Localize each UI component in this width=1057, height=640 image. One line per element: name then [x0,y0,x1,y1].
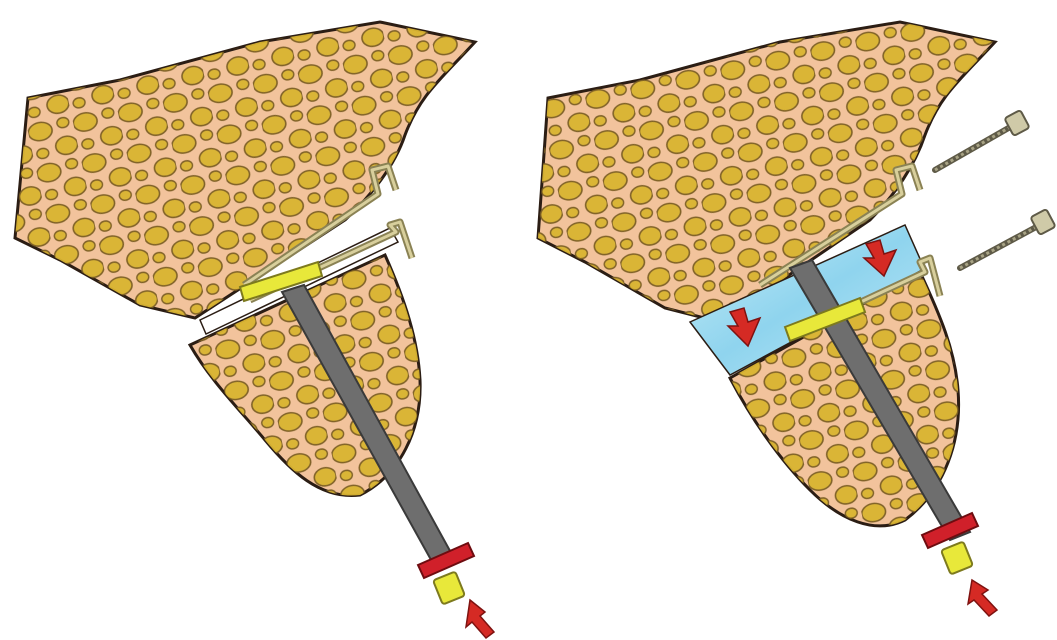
right-screw-lower [960,209,1056,268]
right-activation-arrow [968,580,997,616]
right-screw-upper [935,110,1030,170]
left-upper-bone [15,22,475,318]
left-panel [15,22,494,638]
right-panel [538,22,1056,616]
right-activation-nut [922,513,978,575]
left-activation-arrow [466,600,494,638]
